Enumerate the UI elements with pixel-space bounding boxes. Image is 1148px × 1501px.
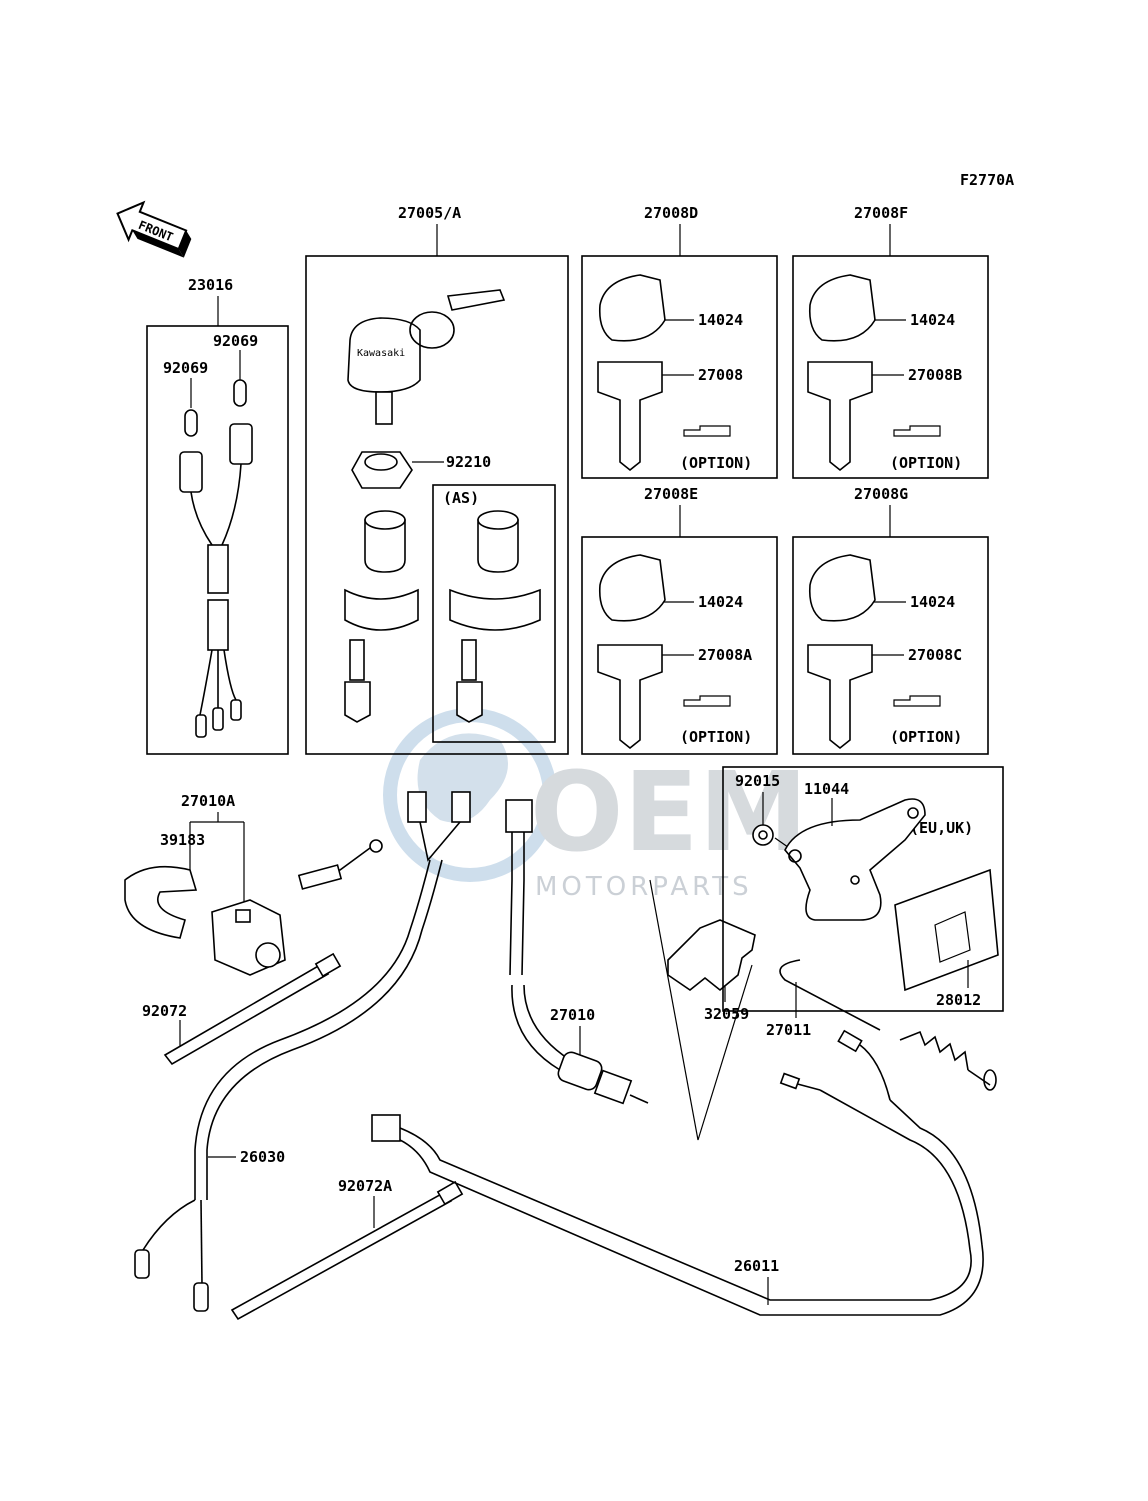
label-27011: 27011 <box>766 1021 811 1039</box>
harness-26011-icon <box>371 1029 984 1316</box>
box-27008G <box>792 536 989 755</box>
label-27008E: 27008E <box>644 485 698 503</box>
key-cap-icon <box>808 274 876 342</box>
label-32059: 32059 <box>704 1005 749 1023</box>
diagram-code: F2770A <box>960 171 1014 189</box>
box-AS <box>432 484 556 743</box>
label-F-14024: 14024 <box>910 311 955 329</box>
box-27008F <box>792 255 989 479</box>
label-D-option: (OPTION) <box>680 454 752 472</box>
key-blank-icon <box>597 644 663 750</box>
label-E-option: (OPTION) <box>680 728 752 746</box>
key-blank-icon <box>597 361 663 472</box>
label-92015: 92015 <box>735 772 780 790</box>
label-E-27008A: 27008A <box>698 646 752 664</box>
label-27005A: 27005/A <box>398 204 461 222</box>
label-27010: 27010 <box>550 1006 595 1024</box>
switch-27010-icon <box>505 799 649 1105</box>
spring-27011-icon <box>779 959 997 1091</box>
label-11044: 11044 <box>804 780 849 798</box>
label-27008D: 27008D <box>644 204 698 222</box>
label-G-14024: 14024 <box>910 593 955 611</box>
label-92210: 92210 <box>446 453 491 471</box>
key-cap-icon <box>598 554 666 622</box>
label-28012: 28012 <box>936 991 981 1009</box>
label-27008G: 27008G <box>854 485 908 503</box>
ignition-switch-as-icon <box>449 510 541 723</box>
label-92069-b: 92069 <box>213 332 258 350</box>
nut-92015-icon <box>752 824 774 846</box>
watermark-brand: OEM <box>530 748 808 876</box>
key-blank-icon <box>807 644 873 750</box>
harness-26030-icon <box>134 791 471 1312</box>
label-92072: 92072 <box>142 1002 187 1020</box>
label-F-option: (OPTION) <box>890 454 962 472</box>
key-blank-icon <box>807 361 873 472</box>
front-arrow-icon: FRONT <box>116 200 192 258</box>
reflector-28012-icon <box>894 868 999 992</box>
label-D-14024: 14024 <box>698 311 743 329</box>
box-EU-UK <box>722 766 1004 1012</box>
label-D-27008: 27008 <box>698 366 743 384</box>
cable-tie-92072A-icon <box>230 1190 453 1321</box>
label-G-27008C: 27008C <box>908 646 962 664</box>
label-AS: (AS) <box>443 489 479 507</box>
label-G-option: (OPTION) <box>890 728 962 746</box>
label-92069-a: 92069 <box>163 359 208 377</box>
label-26030: 26030 <box>240 1148 285 1166</box>
clamp-39183-icon <box>124 865 198 939</box>
label-92072A: 92072A <box>338 1177 392 1195</box>
key-cap-icon <box>808 554 876 622</box>
harness-23016-icon <box>179 423 253 738</box>
label-23016: 23016 <box>188 276 233 294</box>
box-23016 <box>146 325 289 755</box>
plate-11044-icon <box>784 798 926 921</box>
box-27008D <box>581 255 778 479</box>
label-39183: 39183 <box>160 831 205 849</box>
ignition-key-icon: Kawasaki <box>347 289 506 425</box>
key-cap-icon <box>598 274 666 342</box>
box-27008E <box>581 536 778 755</box>
key-brand-text: Kawasaki <box>357 348 405 359</box>
box-27005A <box>305 255 569 755</box>
label-E-14024: 14024 <box>698 593 743 611</box>
label-27010A: 27010A <box>181 792 235 810</box>
watermark: OEM MOTORPARTS <box>383 708 808 902</box>
label-27008F: 27008F <box>854 204 908 222</box>
ignition-switch-icon <box>344 510 419 723</box>
kill-switch-icon <box>211 839 383 976</box>
label-EU-UK: (EU,UK) <box>910 819 973 837</box>
watermark-sub: MOTORPARTS <box>535 872 753 902</box>
label-F-27008B: 27008B <box>908 366 962 384</box>
label-26011: 26011 <box>734 1257 779 1275</box>
bracket-32059-icon <box>667 919 756 992</box>
cable-tie-92072-icon <box>163 963 330 1066</box>
